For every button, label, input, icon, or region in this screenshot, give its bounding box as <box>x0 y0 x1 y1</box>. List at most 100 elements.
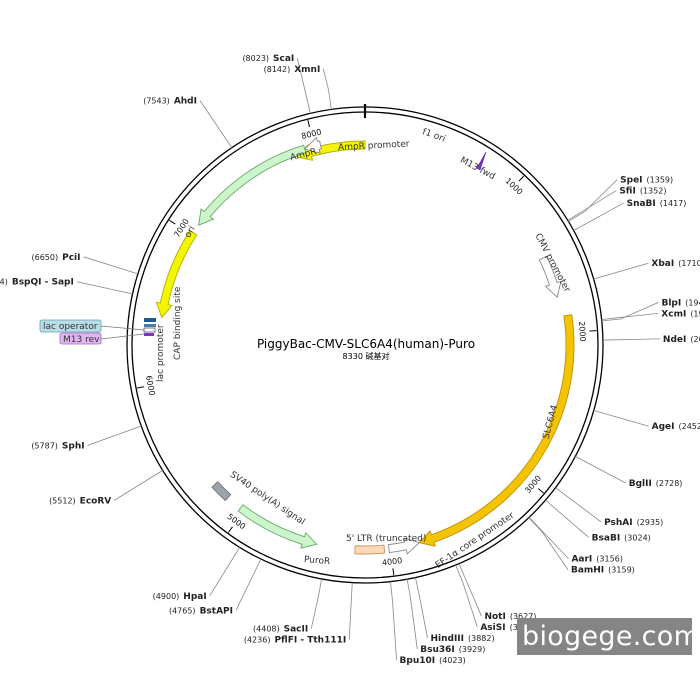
site-label-ecorv: (5512)EcoRV <box>49 496 111 506</box>
tick-mark <box>518 175 525 182</box>
site-leader-line <box>568 179 618 222</box>
feature-label-ampr-promoter: AmpR promoter <box>338 139 410 153</box>
tick-mark <box>537 488 544 494</box>
tick-label: 2000 <box>577 321 587 342</box>
site-label-noti: NotI(3627) <box>484 612 536 622</box>
m13-rev-label: M13 rev <box>63 335 100 345</box>
m13-rev-mark <box>144 333 154 336</box>
site-label-bsu36i: Bsu36I(3929) <box>420 645 485 655</box>
site-label-hindiii: HindIII(3882) <box>430 634 494 644</box>
site-label-hpai: (4900)HpaI <box>153 592 207 602</box>
lac-promoter-mark <box>143 327 156 333</box>
m13-rev-box <box>59 332 102 345</box>
site-leader-line <box>209 547 241 597</box>
feature-arrow-5-ltr-truncated <box>354 544 386 555</box>
site-label-aari: AarI(3156) <box>571 555 622 565</box>
restriction-site-leaders <box>76 57 660 661</box>
feature-arrow-puror <box>237 504 318 549</box>
tick-mark <box>227 526 233 533</box>
site-label-sfii: SfiI(1352) <box>619 187 666 197</box>
site-label-snabi: SnaBI(1417) <box>627 199 687 209</box>
site-label-bpu10i: Bpu10I(4023) <box>400 656 466 666</box>
site-label-scai: (8023)ScaI <box>242 54 294 64</box>
site-label-bspqi-sapi: (6534)BspQI - SapI <box>0 278 74 288</box>
site-label-agei: AgeI(2452) <box>652 422 700 432</box>
feature-arrow-f1-ori <box>296 140 366 161</box>
site-label-bstapi: (4765)BstAPI <box>169 606 233 616</box>
site-leader-line <box>593 262 649 280</box>
site-label-xcmi: XcmI(1940) <box>661 309 700 319</box>
site-leader-line <box>602 338 660 341</box>
plasmid-backbone <box>126 104 604 584</box>
site-label-pflfi-tth111i: (4236)PflFI - Tth111I <box>244 636 346 646</box>
site-label-xmni: (8142)XmnI <box>264 65 321 75</box>
site-leader-line <box>575 456 626 484</box>
site-leader-line <box>573 202 624 231</box>
site-leader-line <box>406 579 418 650</box>
lac-operator-mark <box>144 318 156 322</box>
feature-arrow-ampr <box>198 144 307 226</box>
lac-promoter-label: lac promoter <box>156 324 166 382</box>
site-leader-line <box>296 57 311 114</box>
site-leader-line <box>322 68 332 110</box>
site-label-spei: SpeI(1359) <box>620 176 673 186</box>
site-leader-line <box>545 499 589 538</box>
watermark-text: biogege.com <box>522 621 700 652</box>
site-leader-line <box>390 581 397 661</box>
site-leader-line <box>87 425 142 446</box>
feature-arrow-ori <box>155 230 198 319</box>
site-label-bamhi: BamHI(3159) <box>571 566 635 576</box>
site-leader-line <box>415 577 428 639</box>
site-label-sacii: (4408)SacII <box>253 625 308 635</box>
tick-label: 8000 <box>300 127 322 141</box>
feature-arrow-slc6a4 <box>418 314 575 547</box>
site-label-bsabi: BsaBI(3024) <box>592 533 651 543</box>
lac-operator-label: lac operator <box>43 322 98 332</box>
tick-label: 4000 <box>381 556 402 567</box>
site-leader-line <box>555 487 602 523</box>
site-leader-line <box>458 563 482 617</box>
plasmid-length: 8330 碱基对 <box>343 351 390 361</box>
lac-region-markers: lac operator M13 rev CAP binding site la… <box>39 151 497 382</box>
site-label-pshai: PshAI(2935) <box>604 518 663 528</box>
plasmid-center-label: PiggyBac-CMV-SLC6A4(human)-Puro 8330 碱基对 <box>257 337 475 361</box>
tick-mark <box>392 568 395 576</box>
site-leader-line <box>199 100 233 148</box>
cap-site-label: CAP binding site <box>173 286 183 360</box>
site-label-xbai: XbaI(1710) <box>651 259 700 269</box>
lac-operator-box <box>39 319 102 333</box>
site-label-ndei: NdeI(2055) <box>663 335 700 345</box>
site-leader-line <box>601 312 659 320</box>
tick-mark <box>307 120 311 128</box>
site-leader-line <box>348 582 353 640</box>
feature-label-5ltr: 5' LTR (truncated) <box>346 534 426 544</box>
feature-arrow-cmv-promoter <box>538 255 562 299</box>
feature-label-puror: PuroR <box>304 555 331 567</box>
tick-mark <box>169 219 176 225</box>
m13-fwd-mark <box>476 151 487 171</box>
feature-label-f1-ori: f1 ori <box>421 127 447 145</box>
site-label-blpi: BlpI(1948) <box>661 298 700 308</box>
site-leader-line <box>76 281 133 295</box>
site-leader-line <box>235 558 262 611</box>
site-label-bglii: BglII(2728) <box>629 479 683 489</box>
m13-fwd-label: M13 fwd <box>458 155 496 182</box>
tick-label: 6000 <box>144 375 157 397</box>
tick-mark <box>136 386 145 389</box>
site-label-sphi: (5787)SphI <box>31 441 84 451</box>
feature-arrow-ampr-promoter <box>303 136 322 154</box>
feature-arrow-ef-1-core-promoter <box>387 537 421 555</box>
feature-arrow-sv40-poly-a-signal <box>211 481 232 502</box>
site-leader-line <box>114 470 163 501</box>
feature-arrows <box>155 136 575 555</box>
site-leader-line <box>528 517 569 559</box>
cap-site-mark <box>144 324 156 327</box>
site-label-ahdi: (7543)AhdI <box>143 96 197 106</box>
site-label-pcii: (6650)PciI <box>32 253 81 263</box>
site-leader-line <box>528 517 569 570</box>
site-leader-line <box>310 578 323 629</box>
site-leader-line <box>83 256 139 275</box>
site-leader-line <box>601 301 659 322</box>
site-leader-line <box>455 564 478 628</box>
